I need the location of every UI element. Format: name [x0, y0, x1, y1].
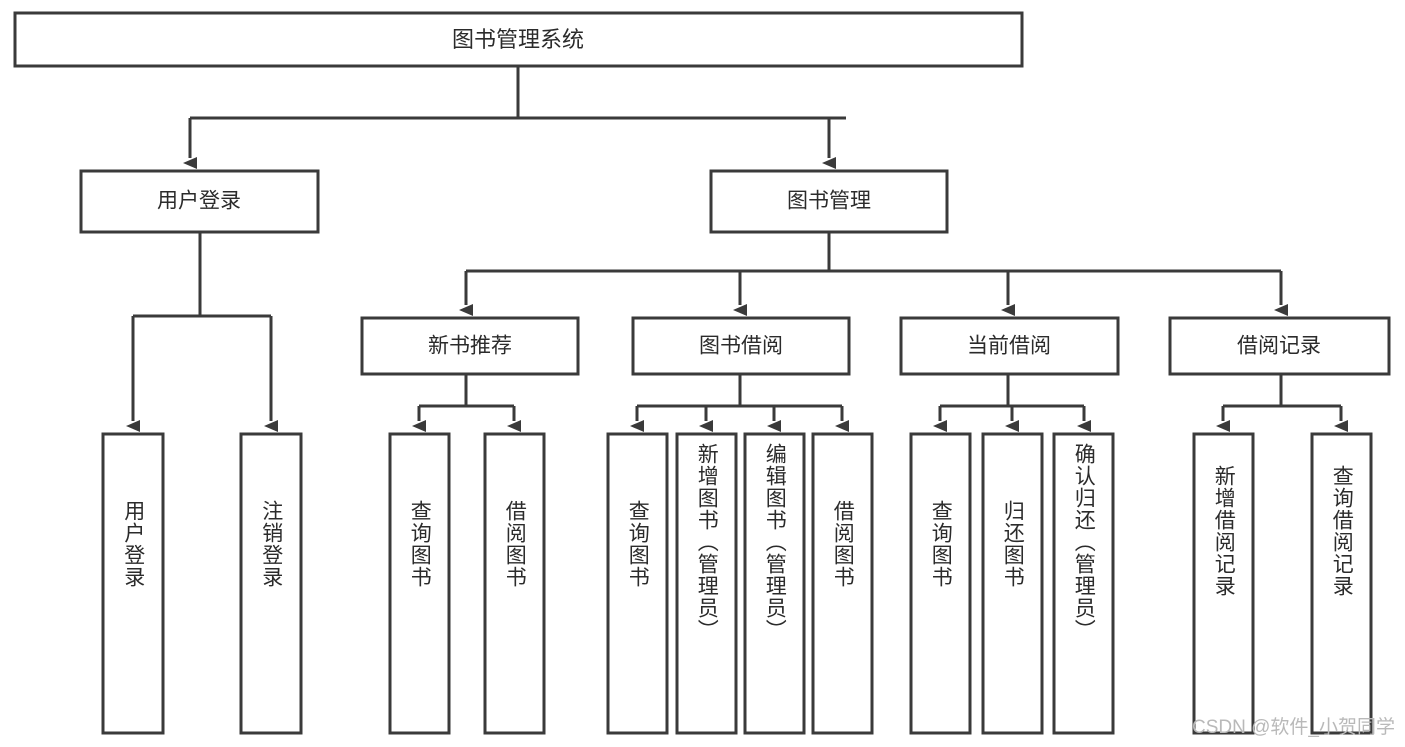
node-user-login-label: 用户登录: [157, 190, 241, 213]
node-book-borrow[interactable]: 图书借阅: [631, 316, 851, 376]
leaf-box-logout[interactable]: [239, 432, 303, 735]
node-borrow-record-label: 借阅记录: [1237, 335, 1321, 358]
leaf-box-user-login[interactable]: [101, 432, 165, 735]
node-current-borrow-label: 当前借阅: [967, 335, 1051, 358]
leaf-box-edit-book-admin[interactable]: [743, 432, 806, 735]
leaf-box-query-book-borrow[interactable]: [606, 432, 669, 735]
leaf-box-add-borrow-record[interactable]: [1192, 432, 1255, 735]
connectors-bookmgmt-to-level2: [459, 232, 1288, 316]
csdn-watermark: CSDN @软件_小贺同学: [1192, 717, 1395, 738]
node-root-system[interactable]: 图书管理系统: [13, 11, 1024, 68]
node-borrow-record[interactable]: 借阅记录: [1168, 316, 1391, 376]
node-user-login[interactable]: 用户登录: [79, 169, 320, 234]
connectors-record-to-leaves: [1216, 374, 1348, 432]
node-book-borrow-label: 图书借阅: [699, 335, 783, 358]
node-book-management-label: 图书管理: [787, 190, 871, 213]
node-book-management[interactable]: 图书管理: [709, 169, 949, 234]
connectors-root-to-level1: [183, 66, 846, 169]
node-root-system-label: 图书管理系统: [452, 27, 584, 52]
connectors-current-to-leaves: [933, 374, 1091, 432]
node-new-book-recommend[interactable]: 新书推荐: [360, 316, 580, 376]
leaf-box-borrow-book[interactable]: [811, 432, 874, 735]
leaf-box-query-book-new[interactable]: [388, 432, 451, 735]
leaf-box-borrow-book-new[interactable]: [483, 432, 546, 735]
node-new-book-recommend-label: 新书推荐: [428, 335, 512, 358]
leaf-box-query-borrow-record[interactable]: [1310, 432, 1373, 735]
connectors-borrow-to-leaves: [630, 374, 849, 432]
leaf-box-query-book-current[interactable]: [909, 432, 972, 735]
leaf-box-return-book[interactable]: [981, 432, 1044, 735]
connectors-userlogin-to-leaves: [126, 232, 278, 432]
node-current-borrow[interactable]: 当前借阅: [899, 316, 1120, 376]
leaf-box-confirm-return-admin[interactable]: [1052, 432, 1115, 735]
leaf-boxes: [101, 432, 1373, 735]
connectors-newbook-to-leaves: [412, 374, 521, 432]
leaf-box-add-book-admin[interactable]: [675, 432, 738, 735]
